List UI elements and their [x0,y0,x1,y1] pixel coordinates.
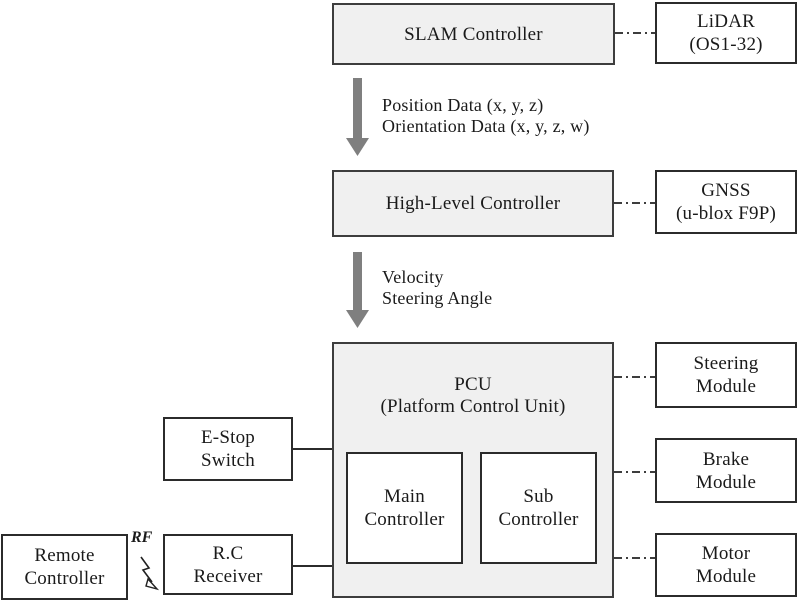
motor-module-label-line1: Motor [701,543,751,564]
lidar-box: LiDAR (OS1-32) [655,2,797,64]
velocity-label: Velocity [382,267,444,287]
down-arrow-icon [346,252,369,328]
steering-module-box: Steering Module [655,342,797,408]
main-controller-box: Main Controller [346,452,463,564]
orientation-data-label: Orientation Data (x, y, z, w) [382,116,590,136]
rf-lightning-icon [140,556,160,591]
position-data-label: Position Data (x, y, z) [382,95,544,115]
brake-module-label-line1: Brake [702,448,750,470]
rf-link-label: RF [131,529,153,546]
brake-module-label-line2: Module [695,471,757,493]
steering-module-label-line2: Module [695,376,757,397]
rc-receiver-label-line1: R.C [212,542,244,564]
gnss-label-line1: GNSS [701,180,751,201]
rc-receiver-label-line2: Receiver [193,565,263,587]
estop-switch-box: E-Stop Switch [163,417,293,481]
pcu-label-line2: (Platform Control Unit) [380,396,566,417]
slam-output-label: Position Data (x, y, z) Orientation Data… [382,95,590,137]
high-level-controller-box: High-Level Controller [332,170,614,237]
sub-controller-label-line1: Sub [523,486,554,507]
sub-controller-box: Sub Controller [480,452,597,564]
motor-module-label-line2: Module [695,566,757,587]
main-controller-label-line2: Controller [364,509,445,530]
estop-switch-label-line2: Switch [201,450,255,471]
lidar-label-line1: LiDAR [697,11,755,32]
main-controller-label-line1: Main [384,486,425,507]
high-level-controller-label: High-Level Controller [385,193,561,214]
steering-module-label-line1: Steering [693,353,759,374]
hlc-output-label: Velocity Steering Angle [382,267,492,309]
rc-receiver-box: R.C Receiver [163,534,293,595]
remote-controller-box: Remote Controller [1,534,128,600]
slam-controller-label: SLAM Controller [404,23,543,45]
remote-controller-label-line1: Remote [34,545,95,566]
slam-controller-box: SLAM Controller [332,3,615,65]
gnss-label-line2: (u-blox F9P) [675,203,777,224]
lidar-label-line2: (OS1-32) [689,34,763,55]
sub-controller-label-line2: Controller [498,509,579,530]
brake-module-box: Brake Module [655,438,797,503]
pcu-box: PCU (Platform Control Unit) Main Control… [332,342,614,598]
remote-controller-label-line2: Controller [24,568,105,589]
pcu-label: PCU (Platform Control Unit) [334,374,612,418]
pcu-label-line1: PCU [454,374,492,395]
gnss-box: GNSS (u-blox F9P) [655,170,797,234]
down-arrow-icon [346,78,369,156]
estop-switch-label-line1: E-Stop [201,427,255,448]
motor-module-box: Motor Module [655,533,797,597]
steering-angle-label: Steering Angle [382,288,493,308]
